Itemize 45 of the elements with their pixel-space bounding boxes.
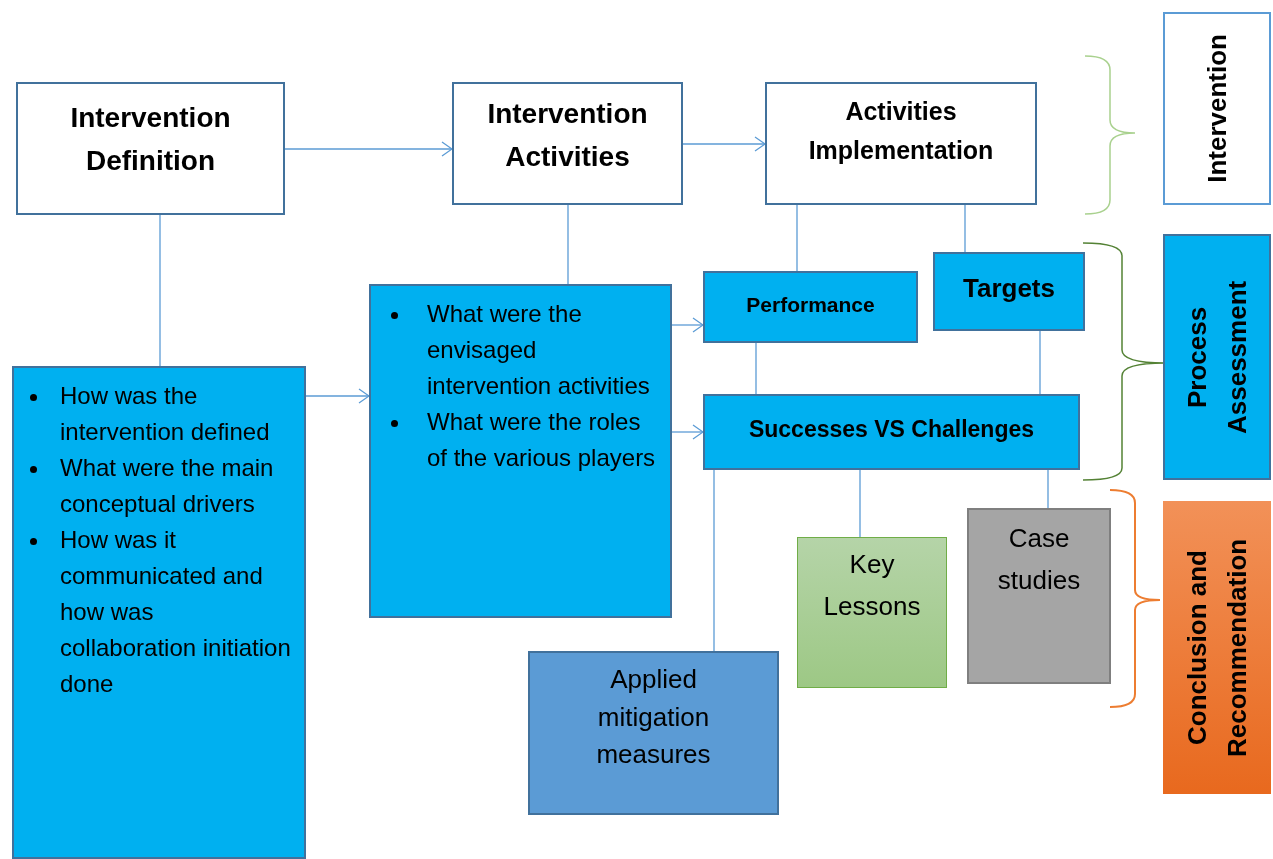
process-box (12, 366, 306, 859)
process-box (369, 284, 672, 618)
bold-heading-box (16, 82, 285, 215)
arrow (305, 388, 370, 404)
process-box (797, 537, 947, 688)
stage-box (1163, 501, 1271, 794)
process-box (703, 394, 1080, 470)
connector-line (567, 204, 569, 285)
arrow (671, 424, 704, 440)
bullet-text: What were the envisaged intervention activities (427, 300, 650, 399)
stage-label: Intervention (1200, 34, 1233, 183)
box-label: Activities Implementation (807, 96, 995, 166)
stage-box (1163, 12, 1271, 205)
box-label: Applied mitigation measures (595, 663, 712, 772)
stage-label: Conclusion and Recommendation (1180, 537, 1253, 759)
bold-heading-box (765, 82, 1037, 205)
bullet-text: What were the roles of the various players (427, 408, 656, 471)
box-label: Key Lessons (822, 548, 922, 623)
stage-label: Process Assessment (1180, 279, 1253, 436)
arrow (284, 141, 453, 157)
stage-box (1163, 234, 1271, 480)
box-label: Intervention Definition (69, 101, 232, 179)
box-label: Successes VS Challenges (747, 415, 1036, 444)
bullet-text: What were the main conceptual drivers (60, 454, 274, 517)
box-label: Targets (962, 272, 1056, 305)
connector-line (713, 469, 715, 652)
box-label: Intervention Activities (486, 97, 649, 175)
process-box (703, 271, 918, 343)
box-label: Case studies (996, 522, 1082, 597)
bullet-text: How was it communicated and how was collaboration initiation done (60, 526, 291, 697)
arrow (671, 317, 704, 333)
box-label: Performance (745, 292, 876, 318)
connector-line (1039, 330, 1041, 395)
bold-heading-box (452, 82, 683, 205)
arrow (682, 136, 766, 152)
connector-line (1047, 469, 1049, 509)
connector-line (755, 342, 757, 395)
connector-line (796, 204, 798, 272)
bullet-text: How was the intervention defined (60, 382, 270, 445)
process-box (967, 508, 1111, 684)
connector-line (964, 204, 966, 253)
connector-line (159, 214, 161, 367)
process-box (528, 651, 779, 815)
connector-line (859, 469, 861, 538)
process-box (933, 252, 1085, 331)
